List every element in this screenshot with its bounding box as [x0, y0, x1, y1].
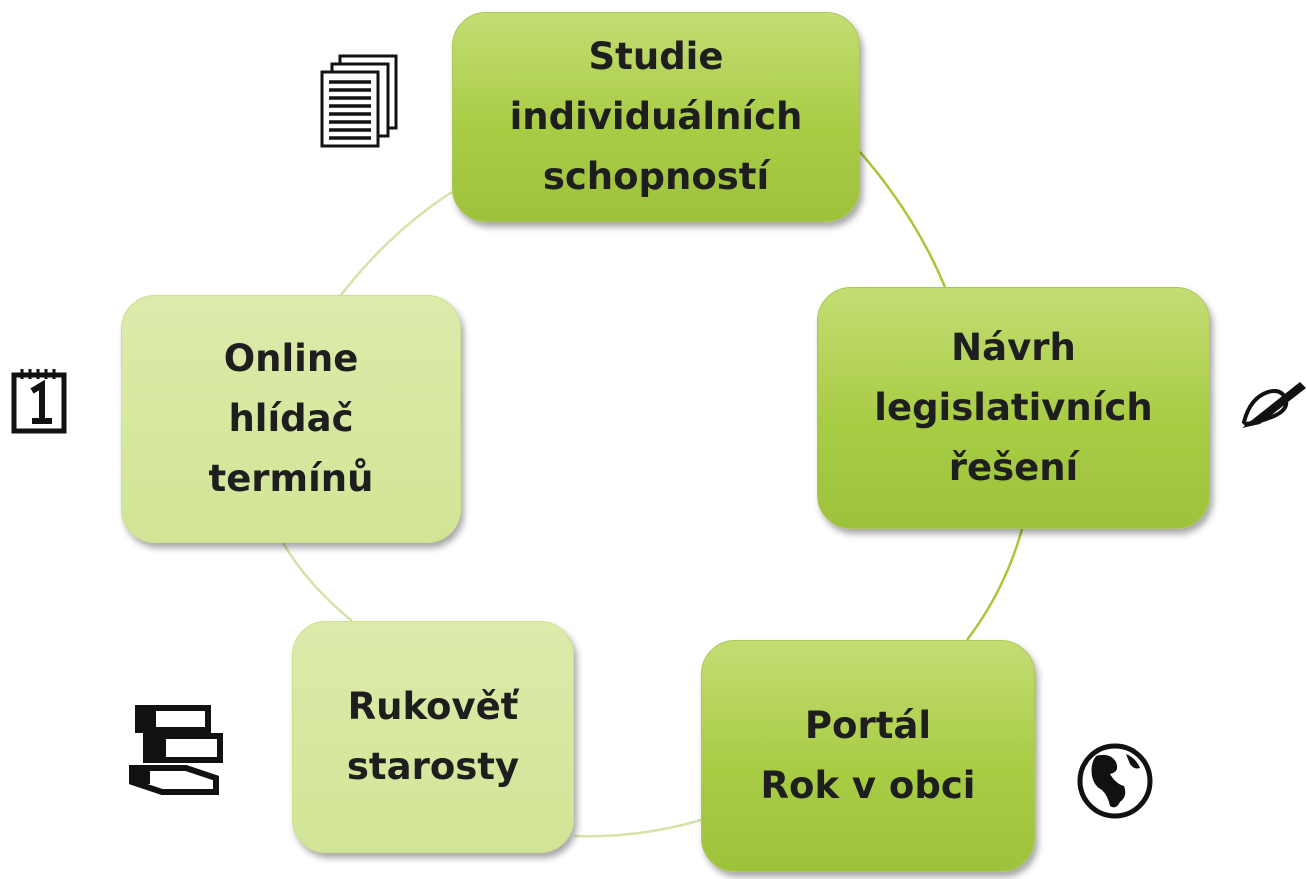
node-label-line: termínů [208, 457, 374, 500]
book-stack-icon [129, 705, 223, 795]
node-label-line: schopností [542, 155, 770, 198]
node-label-line: Návrh [951, 326, 1076, 369]
document-stack-icon [320, 54, 398, 148]
node-label-line: Portál [804, 704, 932, 747]
connector-navrh-portal [966, 528, 1024, 641]
node-navrh-legislativnich-reseni: Návrh legislativních řešení [817, 287, 1210, 529]
node-label-line: řešení [948, 446, 1079, 489]
node-label-line: legislativních [874, 386, 1153, 429]
calendar-icon [11, 369, 67, 434]
node-label-line: Studie [588, 35, 724, 78]
node-portal-rok-v-obci: Portál Rok v obci [701, 640, 1035, 872]
globe-icon [1077, 743, 1153, 819]
connector-studie-navrh [859, 151, 947, 288]
connector-rukovet-online [281, 542, 353, 622]
node-label-line: Rok v obci [760, 764, 976, 807]
node-label-line: hlídač [228, 397, 354, 440]
node-label-line: starosty [346, 745, 520, 788]
node-label-line: individuálních [509, 95, 803, 138]
node-studie-individualnich-schopnosti: Studie individuálních schopností [452, 12, 860, 222]
connector-online-studie [340, 190, 453, 296]
node-label-line: Rukověť [347, 685, 519, 728]
connector-portal-rukovet [573, 818, 702, 838]
node-label-line: Online [223, 337, 359, 380]
node-rukovet-starosty: Rukověť starosty [292, 621, 574, 853]
pen-writing-icon [1241, 382, 1306, 428]
node-online-hlidac-terminu: Online hlídač termínů [121, 295, 461, 543]
